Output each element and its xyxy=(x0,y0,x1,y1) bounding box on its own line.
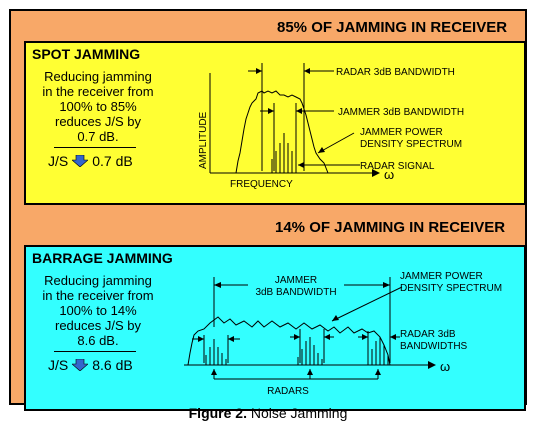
arrowhead xyxy=(375,369,381,375)
radar-bw-arrows xyxy=(192,334,400,342)
caption-label: Figure 2. xyxy=(188,405,247,421)
psd-pointer xyxy=(317,132,355,154)
middle-header: 14% OF JAMMING IN RECEIVER xyxy=(275,219,506,236)
radars-label-bg xyxy=(264,383,314,397)
radar-signal-bars xyxy=(271,133,297,173)
axis-arrowhead xyxy=(428,361,436,369)
arrowhead xyxy=(332,315,339,321)
radar-bw-label: RADAR 3dB BANDWIDTH xyxy=(336,67,455,78)
amplitude-label: AMPLITUDE xyxy=(198,111,209,169)
arrowhead xyxy=(307,369,313,375)
spot-title: SPOT JAMMING xyxy=(32,46,141,62)
jammer-psd-curve xyxy=(235,90,329,174)
psd-pointer xyxy=(331,286,403,322)
psd-label-2: DENSITY SPECTRUM xyxy=(360,139,462,150)
top-header: 85% OF JAMMING IN RECEIVER xyxy=(277,19,508,36)
barrage-spectrum-diagram: ω xyxy=(184,271,502,397)
desc-line: reduces J/S by xyxy=(55,114,141,129)
spot-jamming-panel: SPOT JAMMING Reducing jamming in the rec… xyxy=(24,41,526,205)
desc-line: Reducing jamming xyxy=(44,69,152,84)
spot-divider xyxy=(54,147,136,148)
barrage-jamming-panel: BARRAGE JAMMING Reducing jamming in the … xyxy=(24,245,526,411)
spot-description: Reducing jamming in the receiver from 10… xyxy=(32,69,164,144)
desc-line: 100% to 85% xyxy=(59,99,137,114)
radar-bw-brackets xyxy=(203,329,391,363)
arrowhead xyxy=(214,282,221,288)
arrowhead xyxy=(383,282,390,288)
arrowhead xyxy=(268,108,274,114)
psd-label-2: DENSITY SPECTRUM xyxy=(400,283,502,294)
outer-frame: 85% OF JAMMING IN RECEIVER SPOT JAMMING … xyxy=(9,9,527,411)
radars-label: RADARS xyxy=(267,386,309,397)
jammer-bw-label-1: JAMMER xyxy=(275,275,317,286)
radar-bws-label-1: RADAR 3dB xyxy=(400,329,456,340)
desc-line: in the receiver from xyxy=(42,84,154,99)
arrowhead xyxy=(298,162,304,168)
arrowhead xyxy=(304,68,310,74)
arrowhead xyxy=(256,68,262,74)
psd-label-1: JAMMER POWER xyxy=(400,271,483,282)
psd-label-1: JAMMER POWER xyxy=(360,127,443,138)
down-arrow-icon xyxy=(72,155,89,167)
spot-spectrum-diagram: RADAR 3dB BANDWIDTH JAMMER 3dB BANDWIDTH… xyxy=(198,63,464,190)
js-label: J/S xyxy=(48,153,69,169)
arrowhead xyxy=(211,369,217,375)
jammer-bw-label-2: 3dB BANDWIDTH xyxy=(255,287,336,298)
barrage-divider xyxy=(54,351,136,352)
js-value: 8.6 dB xyxy=(92,357,133,373)
desc-line: Reducing jamming xyxy=(44,273,152,288)
barrage-js-reduction: J/S 8.6 dB xyxy=(48,357,133,373)
desc-line: 100% to 14% xyxy=(59,303,137,318)
omega-label: ω xyxy=(384,167,394,182)
js-value: 0.7 dB xyxy=(92,153,133,169)
radar-bws-label-2: BANDWIDTHS xyxy=(400,341,468,352)
jammer-bw-label: JAMMER 3dB BANDWIDTH xyxy=(338,107,464,118)
spot-js-reduction: J/S 0.7 dB xyxy=(48,153,133,169)
jammer-psd-curve xyxy=(187,316,391,366)
desc-line: 0.7 dB. xyxy=(77,129,119,144)
js-label: J/S xyxy=(48,357,69,373)
arrowhead xyxy=(318,147,325,153)
barrage-title: BARRAGE JAMMING xyxy=(32,250,173,266)
caption-text: Noise Jamming xyxy=(250,405,348,421)
figure-caption: Figure 2. Noise Jamming xyxy=(0,405,536,421)
down-arrow-icon xyxy=(72,359,89,371)
x-axis-arrowhead xyxy=(372,169,380,177)
arrowhead xyxy=(296,108,302,114)
frequency-label: FREQUENCY xyxy=(230,179,293,190)
desc-line: 8.6 dB. xyxy=(77,333,119,348)
radar-signal-label: RADAR SIGNAL xyxy=(360,161,435,172)
omega-label: ω xyxy=(440,359,450,374)
desc-line: in the receiver from xyxy=(42,288,154,303)
desc-line: reduces J/S by xyxy=(55,318,141,333)
barrage-description: Reducing jamming in the receiver from 10… xyxy=(32,273,164,348)
jammer-bw-label-bg xyxy=(248,273,344,297)
